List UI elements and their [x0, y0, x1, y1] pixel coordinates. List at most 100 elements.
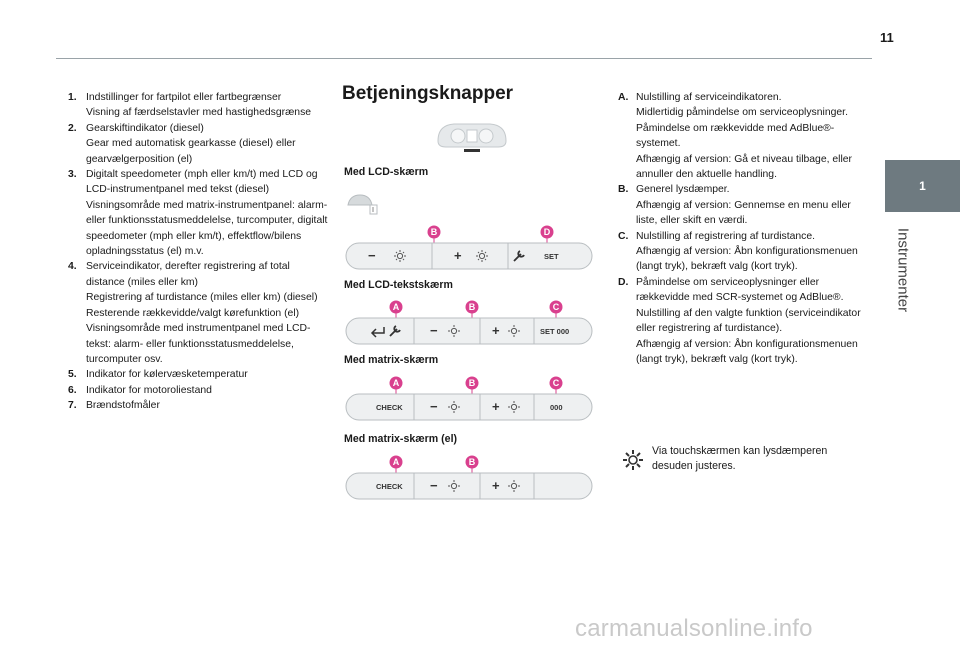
item-line: Nulstilling af serviceindikatoren.	[636, 92, 782, 103]
item-line: Indikator for motoroliestand	[86, 384, 212, 396]
svg-text:+: +	[492, 478, 500, 493]
item-text: Serviceindikator, derefter registrering …	[86, 259, 330, 367]
item-text: Gearskiftindikator (diesel) Gear med auto…	[86, 121, 330, 167]
svg-text:−: −	[368, 248, 376, 263]
section-title: Betjeningsknapper	[342, 83, 514, 104]
list-item: A. Nulstilling af serviceindikatoren. Midl…	[618, 90, 868, 182]
svg-text:A: A	[393, 302, 400, 312]
dashboard-icon	[437, 123, 507, 152]
list-item: 4. Serviceindikator, derefter registrerin…	[68, 259, 330, 367]
chapter-title: Instrumenter	[894, 227, 912, 313]
list-item: D. Påmindelse om serviceoplysninger eller…	[618, 275, 868, 367]
item-number: D.	[618, 276, 629, 288]
svg-text:000: 000	[550, 403, 563, 412]
item-text: Nulstilling af registrering af turdistan…	[636, 229, 868, 275]
svg-text:+: +	[454, 248, 462, 263]
item-number: B.	[618, 184, 629, 196]
item-line: Generel lysdæmper.	[636, 184, 730, 196]
item-line: Nulstilling af registrering af turdistan…	[636, 230, 816, 242]
item-line: Serviceindikator, derefter registrering …	[86, 261, 290, 288]
page-number: 11	[880, 30, 894, 45]
list-item: 2.Gearskiftindikator (diesel)Gear med au…	[68, 121, 330, 167]
list-item: 5.Indikator for kølervæsketemperatur	[68, 367, 330, 382]
item-line: Afhængig af version: Gennemse en menu el…	[636, 199, 851, 227]
svg-text:SET: SET	[544, 252, 559, 261]
list-item: 3. Digitalt speedometer (mph eller km/t) …	[68, 167, 330, 259]
item-line: Gear med automatisk gearkasse (diesel) e…	[86, 138, 296, 165]
item-text: Indikator for kølervæsketemperatur	[86, 367, 330, 382]
button-descriptions: A. Nulstilling af serviceindikatoren. Midl…	[618, 90, 868, 367]
item-line: Visningsområde med instrumentpanel med L…	[86, 323, 311, 365]
steering-wheel-icon	[347, 194, 378, 215]
controls-section: Betjeningsknapper Med LCD-skærm B D − + …	[342, 83, 598, 513]
item-text: Digitalt speedometer (mph eller km/t) me…	[86, 167, 330, 259]
item-line: Afhængig af version: Gå et niveau tilbag…	[636, 153, 853, 181]
list-item: 7. Brændstofmåler	[68, 398, 330, 413]
svg-text:SET 000: SET 000	[540, 327, 569, 336]
item-line: Afhængig af version: Åbn konfigurationsm…	[636, 338, 858, 365]
top-rule	[56, 58, 872, 59]
panel-matrix: A B C CHECK − + 000	[345, 376, 593, 421]
svg-text:B: B	[469, 457, 476, 467]
marker-d	[540, 225, 554, 239]
item-number: A.	[618, 92, 629, 103]
svg-text:A: A	[393, 378, 400, 388]
svg-text:−: −	[430, 478, 438, 493]
svg-text:−: −	[430, 399, 438, 414]
item-line: Nulstilling af den valgte funktion (serv…	[636, 307, 861, 335]
wrench-icon	[513, 250, 525, 262]
panel-lcd-text: A B C − + SET 000	[345, 300, 593, 345]
marker-b	[427, 225, 441, 239]
item-line: Visning af færdselstavler med hastigheds…	[86, 107, 312, 119]
item-number: 4.	[68, 261, 77, 273]
svg-text:A: A	[393, 457, 400, 467]
chapter-tab[interactable]: 1	[885, 160, 960, 212]
item-line: Indstillinger for fartpilot eller fartbe…	[86, 92, 282, 103]
item-number: 7.	[68, 400, 77, 412]
legend-list: 1. Indstillinger for fartpilot eller fart…	[68, 90, 330, 414]
item-line: Gearskiftindikator (diesel)	[86, 122, 204, 134]
item-text: Indikator for motoroliestand	[86, 383, 330, 398]
item-line: Visningsområde med matrix-instrumentpane…	[86, 199, 328, 258]
svg-text:+: +	[492, 323, 500, 338]
item-line: Resterende rækkevidde/valgt kørefunktion…	[86, 307, 300, 319]
item-text: Påmindelse om serviceoplysninger eller r…	[636, 275, 868, 367]
item-text: Generel lysdæmper. Afhængig af version: G…	[636, 182, 868, 228]
tip-text: Via touchskærmen kan lysdæmperen desuden…	[652, 445, 828, 473]
item-line: Påmindelse om serviceoplysninger eller r…	[636, 276, 844, 304]
panel-matrix-el: A B CHECK − +	[345, 455, 593, 500]
tip-note: Via touchskærmen kan lysdæmperen desuden…	[618, 444, 868, 475]
list-item: B. Generel lysdæmper. Afhængig af version:…	[618, 182, 868, 228]
gear-icon	[623, 450, 643, 470]
svg-text:C: C	[553, 378, 560, 388]
svg-text:C: C	[553, 302, 560, 312]
caption-lcd: Med LCD-skærm	[344, 166, 429, 178]
svg-text:D: D	[544, 227, 551, 237]
panel-lcd: B D − + SET	[345, 225, 593, 270]
item-number: 1.	[68, 92, 77, 103]
item-number: C.	[618, 230, 629, 242]
item-number: 3.	[68, 169, 77, 181]
svg-text:B: B	[469, 302, 476, 312]
caption-matrix-el: Med matrix-skærm (el)	[344, 433, 458, 445]
item-line: Brændstofmåler	[86, 400, 160, 412]
item-number: 6.	[68, 384, 77, 396]
svg-text:+: +	[492, 399, 500, 414]
light-dimmer-icon	[394, 250, 406, 262]
item-text: Nulstilling af serviceindikatoren. Midler…	[636, 90, 868, 182]
svg-text:CHECK: CHECK	[376, 482, 403, 491]
svg-text:CHECK: CHECK	[376, 403, 403, 412]
caption-lcd-text: Med LCD-tekstskærm	[344, 279, 453, 291]
item-line: Påmindelse om rækkevidde med AdBlue®-sys…	[636, 122, 835, 150]
item-line: Midlertidig påmindelse om serviceoplysni…	[636, 107, 848, 119]
item-line: Registrering af turdistance (miles eller…	[86, 292, 318, 304]
item-text: Indstillinger for fartpilot eller fartbe…	[86, 90, 330, 121]
item-line: Afhængig af version: Åbn konfigurationsm…	[636, 246, 858, 273]
item-line: Digitalt speedometer (mph eller km/t) me…	[86, 169, 318, 196]
list-item: C. Nulstilling af registrering af turdist…	[618, 229, 868, 275]
item-text: Brændstofmåler	[86, 398, 330, 413]
caption-matrix: Med matrix-skærm	[344, 354, 439, 366]
item-line: Indikator for kølervæsketemperatur	[86, 369, 248, 381]
watermark: carmanualsonline.info	[575, 615, 813, 642]
list-item: 1. Indstillinger for fartpilot eller fart…	[68, 90, 330, 121]
